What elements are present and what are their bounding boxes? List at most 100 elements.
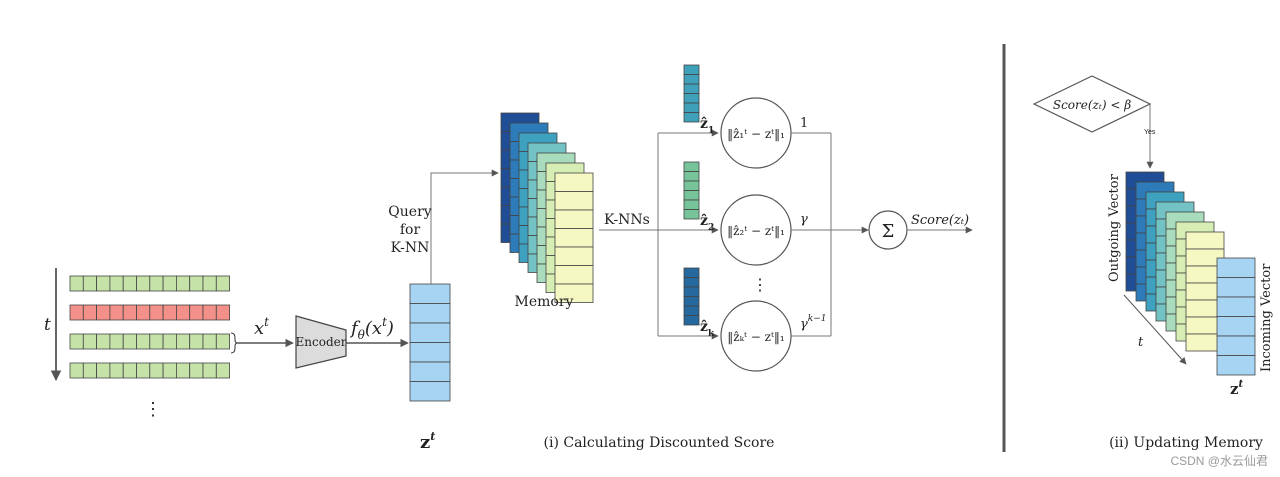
weight-1: 1: [800, 116, 808, 131]
incoming-cell: [1216, 335, 1256, 356]
input-row-cell: [202, 362, 217, 379]
z-hat-k-label: ẑk: [700, 319, 715, 339]
incoming-vector-label: Incoming Vector: [1259, 263, 1274, 372]
input-row-cell: [82, 333, 98, 350]
svg-text:Query: Query: [388, 204, 431, 220]
incoming-cell: [1216, 257, 1256, 278]
input-row-cell: [82, 275, 98, 292]
nnk-cell: [683, 305, 700, 316]
input-row-cell: [109, 333, 124, 350]
input-row-cell: [69, 362, 84, 379]
input-row-cell: [82, 304, 98, 321]
svg-text:‖ẑₖᵗ − zᵗ‖₁: ‖ẑₖᵗ − zᵗ‖₁: [727, 330, 784, 344]
yes-label: Yes: [1144, 129, 1156, 136]
nn-vectors: [683, 64, 700, 326]
distance-node-1: ‖ẑ₁ᵗ − zᵗ‖₁: [720, 97, 792, 169]
memory-cell: [554, 246, 594, 266]
input-row-cell: [122, 304, 137, 321]
memory-cell: [554, 172, 594, 192]
caption-right: (ii) Updating Memory: [1109, 435, 1263, 451]
time-axis-label: t: [44, 315, 51, 335]
query-path: [430, 169, 499, 284]
input-row-cell: [109, 304, 124, 321]
incoming-cell: [1216, 355, 1256, 376]
time-diagonal-label: t: [1138, 335, 1144, 350]
nnk-cell: [683, 296, 700, 307]
nn1-cell: [683, 83, 700, 94]
time-axis: t: [44, 268, 62, 382]
input-row-cell: [175, 362, 191, 379]
nn2-cell: [683, 190, 700, 201]
input-row-cell: [149, 333, 164, 350]
input-row-cell: [162, 362, 177, 379]
input-row-cell: [69, 275, 84, 292]
svg-text:Σ: Σ: [882, 221, 895, 242]
input-row-cell: [215, 333, 231, 350]
input-row-cell: [136, 333, 151, 350]
f-theta-label: fθ(xt): [349, 315, 394, 342]
memory-cell: [554, 265, 594, 285]
outgoing-vector-label: Outgoing Vector: [1107, 173, 1122, 282]
nnk-cell: [683, 315, 700, 326]
row-brace: [230, 332, 239, 354]
updated-memory-stack: [1125, 171, 1225, 352]
nn1-cell: [683, 112, 700, 123]
input-row-cell: [109, 362, 124, 379]
zt-cell: [409, 342, 451, 363]
weight-gamma: γ: [800, 212, 808, 227]
right-memory-cell: [1185, 231, 1225, 250]
nn2-cell: [683, 180, 700, 191]
input-row-cell: [175, 304, 191, 321]
input-row-cell: [202, 275, 217, 292]
input-row-cell: [189, 275, 204, 292]
memory-cell: [554, 191, 594, 211]
memory-cell: [554, 283, 594, 303]
score-output-label: Score(zₜ): [911, 213, 969, 228]
input-row-cell: [162, 333, 177, 350]
zt-cell: [409, 283, 451, 304]
distance-node-k: ‖ẑₖᵗ − zᵗ‖₁: [720, 300, 792, 372]
input-row-cell: [136, 362, 151, 379]
nn2-cell: [683, 161, 700, 172]
nn2-cell: [683, 171, 700, 182]
incoming-cell: [1216, 277, 1256, 298]
input-row-cell: [109, 275, 124, 292]
sum-node: Σ: [868, 210, 908, 250]
incoming-cell: [1216, 316, 1256, 337]
query-label: Query for K-NN: [388, 204, 431, 256]
input-row-cell: [202, 333, 217, 350]
nn2-cell: [683, 209, 700, 220]
zt-label: zt: [420, 430, 435, 453]
encoder-label: Encoder: [296, 335, 347, 349]
zt-cell: [409, 361, 451, 382]
svg-text:for: for: [400, 222, 421, 238]
input-row-cell: [136, 275, 151, 292]
input-row-cell: [96, 333, 111, 350]
input-row-cell: [149, 362, 164, 379]
input-row-cell: [96, 362, 111, 379]
knn-branches: [599, 129, 719, 340]
input-row-cell: [122, 333, 137, 350]
svg-text:Score(zₜ) < β: Score(zₜ) < β: [1053, 98, 1131, 112]
input-row-cell: [96, 275, 111, 292]
zt-cell: [409, 322, 451, 343]
memory-label: Memory: [515, 294, 574, 310]
input-row-cell: [136, 304, 151, 321]
input-row-cell: [96, 304, 111, 321]
input-continuation-dots: ⋮: [144, 399, 162, 420]
input-row-cell: [215, 362, 231, 379]
latent-vector-zt: [409, 283, 451, 402]
knns-label: K-NNs: [604, 212, 650, 228]
input-row-cell: [162, 304, 177, 321]
watermark: CSDN @水云仙君: [1170, 454, 1268, 468]
memory-stack: [500, 112, 594, 303]
input-row-cell: [69, 333, 84, 350]
input-row-cell: [149, 275, 164, 292]
zt-cell: [409, 381, 451, 402]
zt-cell: [409, 303, 451, 324]
input-sequence: [69, 275, 231, 379]
svg-text:‖ẑ₂ᵗ − zᵗ‖₁: ‖ẑ₂ᵗ − zᵗ‖₁: [727, 224, 785, 238]
input-row-cell: [149, 304, 164, 321]
z-hat-1-label: ẑ1: [700, 116, 714, 136]
